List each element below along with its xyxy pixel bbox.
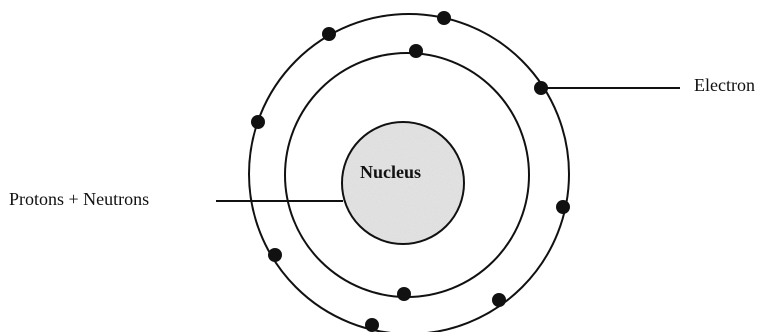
electron-dot (437, 11, 451, 25)
electron-dot (268, 248, 282, 262)
protons-neutrons-label: Protons + Neutrons (9, 190, 149, 208)
electron-dot (492, 293, 506, 307)
electron-dot (397, 287, 411, 301)
electron-dot (409, 44, 423, 58)
nucleus-label: Nucleus (360, 163, 421, 181)
electron-dot (556, 200, 570, 214)
nucleus-texture (343, 123, 463, 243)
electron-dot (365, 318, 379, 332)
electron-dot (534, 81, 548, 95)
nucleus (342, 122, 464, 244)
electron-label: Electron (694, 76, 755, 94)
electron-dot (322, 27, 336, 41)
electron-dot (251, 115, 265, 129)
